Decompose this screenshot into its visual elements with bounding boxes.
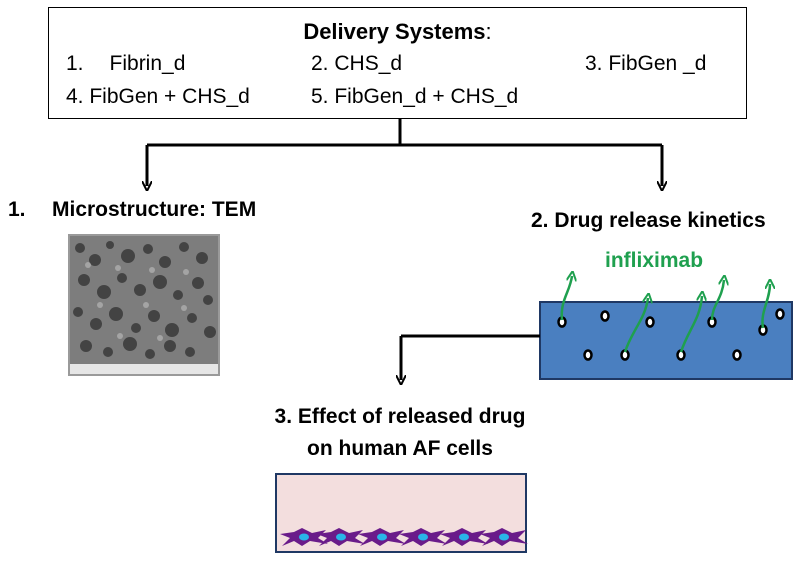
system-item-3: 3. FibGen _d [585, 52, 707, 75]
step-3-label-line2: on human AF cells [307, 437, 493, 460]
system-item-5: 5. FibGen_d + CHS_d [311, 85, 519, 108]
step-1-number: 1. [8, 198, 26, 221]
af-cells [280, 528, 528, 546]
step-2-label: 2. Drug release kinetics [531, 209, 766, 232]
system-item-4: 4. FibGen + CHS_d [66, 85, 250, 108]
step-1-label: Microstructure: TEM [52, 198, 257, 221]
cell-dish [275, 473, 528, 553]
release-block [539, 276, 793, 380]
release-to-effect-connector [401, 334, 540, 380]
tem-image [68, 234, 220, 376]
step-3-label-line1: 3. Effect of released drug [274, 405, 526, 428]
delivery-systems-box: Delivery Systems: 1.Fibrin_d 2. CHS_d 3.… [48, 7, 747, 119]
top-connector [147, 119, 662, 186]
infliximab-label: infliximab [605, 249, 704, 272]
system-item-1: 1.Fibrin_d [66, 52, 186, 75]
system-item-2: 2. CHS_d [311, 52, 403, 75]
delivery-systems-title: Delivery Systems: [303, 19, 492, 44]
release-arrows [560, 276, 770, 353]
